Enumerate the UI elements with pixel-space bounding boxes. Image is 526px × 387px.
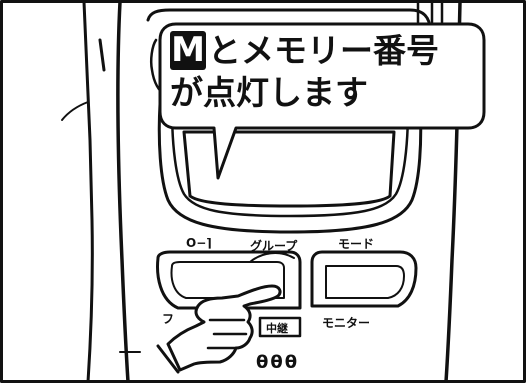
bottom-connector-glyphs: θθθ: [256, 352, 300, 373]
pointing-hand: [166, 284, 282, 372]
partial-left-label: フ: [162, 312, 175, 326]
relay-label: 中継: [266, 322, 288, 335]
group-key-label: グループ: [250, 239, 298, 253]
relay-label-box: [258, 316, 302, 338]
mode-key-outline: [310, 250, 418, 308]
callout-line-1: とメモリー番号: [208, 31, 439, 70]
radio-body-left: [116, 0, 130, 384]
monitor-label: モニター: [322, 316, 371, 330]
lcd-screen: [182, 130, 396, 208]
radio-side-edge: [82, 0, 94, 384]
callout-line-2: が点灯します: [170, 73, 368, 112]
mode-key-label: モード: [338, 237, 375, 251]
key-icon-label: O−⌉: [186, 236, 212, 250]
display-housing: [157, 102, 423, 234]
memory-indicator-m: M: [170, 30, 206, 70]
callout-bubble: [158, 22, 486, 180]
group-key-outline: [156, 250, 302, 310]
